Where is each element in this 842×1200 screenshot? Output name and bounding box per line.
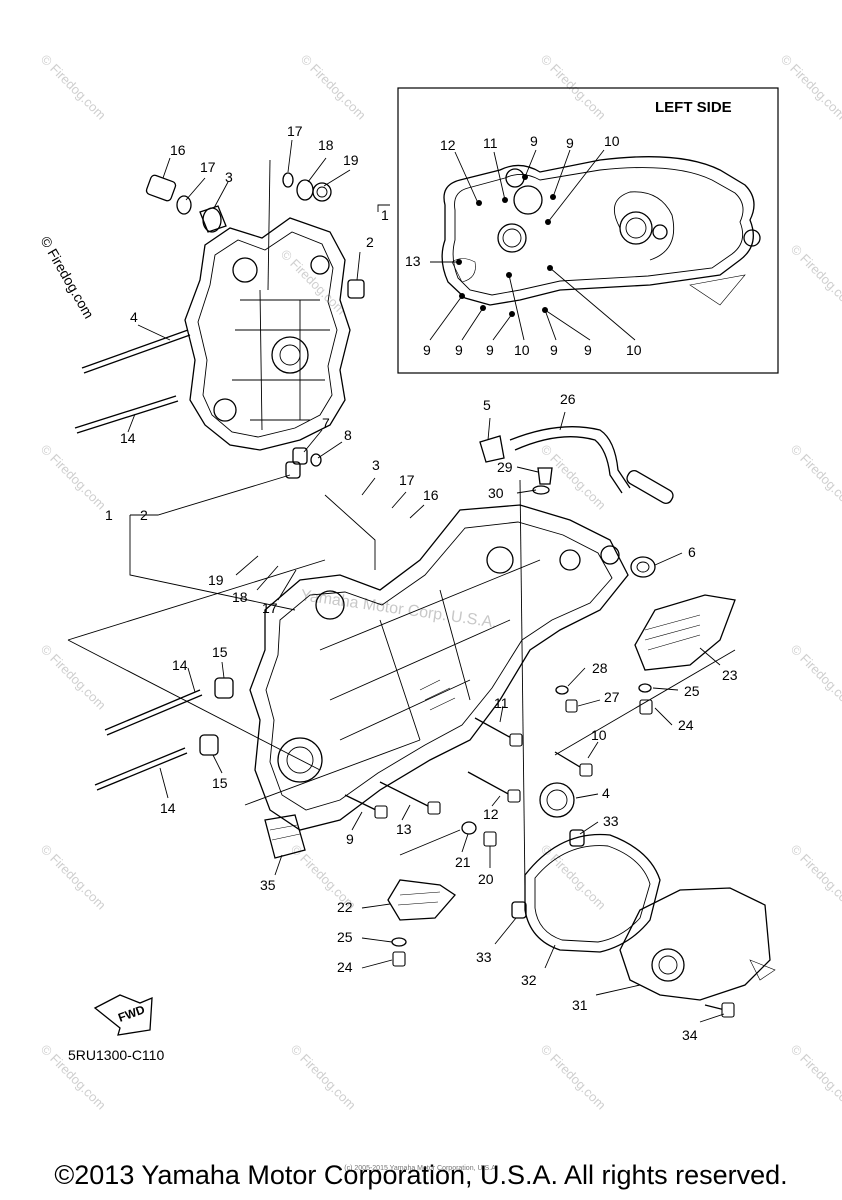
- callouts: 16 17 3 17 18 19 1 2 4 14 7 8 1 2 3 17 1…: [68, 123, 738, 1063]
- watermark: © Firedog.com: [538, 442, 609, 513]
- callout-33: 33: [476, 949, 492, 965]
- callout-29: 29: [497, 459, 513, 475]
- watermark: © Firedog.com: [278, 247, 349, 318]
- callout-17: 17: [200, 159, 216, 175]
- callout-31: 31: [572, 997, 588, 1013]
- watermark: © Firedog.com: [788, 642, 842, 713]
- callout-25: 25: [337, 929, 353, 945]
- inset-callout-9: 9: [566, 135, 574, 151]
- watermark: © Firedog.com: [778, 52, 842, 123]
- callout-27: 27: [604, 689, 620, 705]
- upper-crankcase: [184, 217, 351, 451]
- callout-25: 25: [684, 683, 700, 699]
- callout-33: 33: [603, 813, 619, 829]
- inset-callout-9: 9: [455, 342, 463, 358]
- lower-right-parts: [94, 426, 776, 1018]
- watermark: © Firedog.com: [298, 52, 369, 123]
- callout-14: 14: [120, 430, 136, 446]
- leader-lines: [67, 139, 736, 1023]
- watermark: © Firedog.com: [788, 442, 842, 513]
- callout-2: 2: [140, 507, 148, 523]
- inset-callout-10: 10: [514, 342, 530, 358]
- callout-32: 32: [521, 972, 537, 988]
- callout-28: 28: [592, 660, 608, 676]
- callout-14: 14: [172, 657, 188, 673]
- callout-3: 3: [372, 457, 380, 473]
- watermark: © Firedog.com: [38, 52, 109, 123]
- callout-17: 17: [399, 472, 415, 488]
- callout-8: 8: [344, 427, 352, 443]
- fwd-arrow: FWD: [93, 994, 153, 1036]
- inset-callout-10: 10: [626, 342, 642, 358]
- callout-34: 34: [682, 1027, 698, 1043]
- side-watermark: © Firedog.com: [37, 234, 97, 322]
- watermark: © Firedog.com: [788, 842, 842, 913]
- callout-18: 18: [318, 137, 334, 153]
- callout-6: 6: [688, 544, 696, 560]
- inset-callout-9: 9: [550, 342, 558, 358]
- callout-19: 19: [343, 152, 359, 168]
- inset-callout-13: 13: [405, 253, 421, 269]
- callout-11: 11: [494, 695, 509, 711]
- inset-title: LEFT SIDE: [655, 99, 732, 116]
- callout-13: 13: [396, 821, 412, 837]
- inset-callout-9: 9: [530, 133, 538, 149]
- watermark: © Firedog.com: [38, 642, 109, 713]
- copyright-footer: ©2013 Yamaha Motor Corporation, U.S.A. A…: [54, 1160, 788, 1190]
- callout-21: 21: [455, 854, 471, 870]
- callout-2: 2: [366, 234, 374, 250]
- callout-17: 17: [262, 600, 278, 616]
- callout-30: 30: [488, 485, 504, 501]
- inset-callout-12: 12: [440, 137, 456, 153]
- callout-24: 24: [678, 717, 694, 733]
- callout-10: 10: [591, 727, 607, 743]
- callout-19: 19: [208, 572, 224, 588]
- callout-12: 12: [483, 806, 499, 822]
- left-side-inset: LEFT SIDE 12 11: [397, 87, 779, 374]
- callout-35: 35: [260, 877, 276, 893]
- callout-20: 20: [478, 871, 494, 887]
- callout-16: 16: [423, 487, 439, 503]
- inset-callout-9: 9: [584, 342, 592, 358]
- figure-code: 5RU1300-C110: [68, 1047, 164, 1063]
- callout-4: 4: [602, 785, 610, 801]
- inset-callout-9: 9: [423, 342, 431, 358]
- callout-17: 17: [287, 123, 303, 139]
- watermark-layer: © Firedog.com © Firedog.com © Firedog.co…: [38, 52, 842, 1113]
- watermark: © Firedog.com: [538, 52, 609, 123]
- callout-3: 3: [225, 169, 233, 185]
- callout-18: 18: [232, 589, 248, 605]
- watermark: © Firedog.com: [38, 842, 109, 913]
- callout-9: 9: [346, 831, 354, 847]
- callout-1: 1: [381, 207, 389, 223]
- inset-callout-10: 10: [604, 133, 620, 149]
- callout-24: 24: [337, 959, 353, 975]
- callout-26: 26: [560, 391, 576, 407]
- callout-14: 14: [160, 800, 176, 816]
- callout-4: 4: [130, 309, 138, 325]
- watermark: © Firedog.com: [538, 1042, 609, 1113]
- small-print: (c) 2005-2015 Yamaha Motor Corporation, …: [344, 1165, 498, 1172]
- callout-16: 16: [170, 142, 186, 158]
- callout-15: 15: [212, 644, 228, 660]
- callout-5: 5: [483, 397, 491, 413]
- watermark: © Firedog.com: [788, 242, 842, 313]
- inset-callout-11: 11: [483, 135, 498, 151]
- fwd-label: FWD: [116, 1002, 147, 1025]
- upper-small-parts: [74, 172, 365, 479]
- callout-1: 1: [105, 507, 113, 523]
- lower-crankcase: [249, 504, 629, 831]
- inset-callout-9: 9: [486, 342, 494, 358]
- watermark: © Firedog.com: [38, 442, 109, 513]
- callout-7: 7: [322, 415, 330, 431]
- watermark: © Firedog.com: [788, 1042, 842, 1113]
- callout-22: 22: [337, 899, 353, 915]
- callout-23: 23: [722, 667, 738, 683]
- callout-15: 15: [212, 775, 228, 791]
- watermark: © Firedog.com: [288, 1042, 359, 1113]
